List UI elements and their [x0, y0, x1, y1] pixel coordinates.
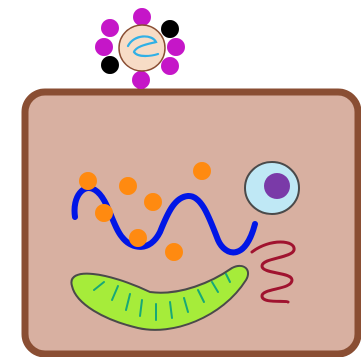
virus-capsid — [119, 25, 165, 71]
vesicle — [245, 162, 299, 214]
vesicle-core — [264, 173, 290, 199]
virus-spike-top — [133, 8, 151, 26]
particle — [165, 243, 183, 261]
particle — [119, 177, 137, 195]
virus-particle — [95, 8, 185, 89]
virus-spike-lower-right — [161, 57, 179, 75]
particle — [79, 172, 97, 190]
virus-spike-left — [95, 38, 113, 56]
virus-spike-lower-left — [101, 56, 119, 74]
virus-spike-bottom — [132, 71, 150, 89]
virus-spike-upper-right — [161, 20, 179, 38]
virus-spike-upper-left — [101, 19, 119, 37]
virus-spike-right — [167, 38, 185, 56]
particle — [144, 193, 162, 211]
particle — [95, 204, 113, 222]
particle — [193, 162, 211, 180]
particle — [129, 229, 147, 247]
